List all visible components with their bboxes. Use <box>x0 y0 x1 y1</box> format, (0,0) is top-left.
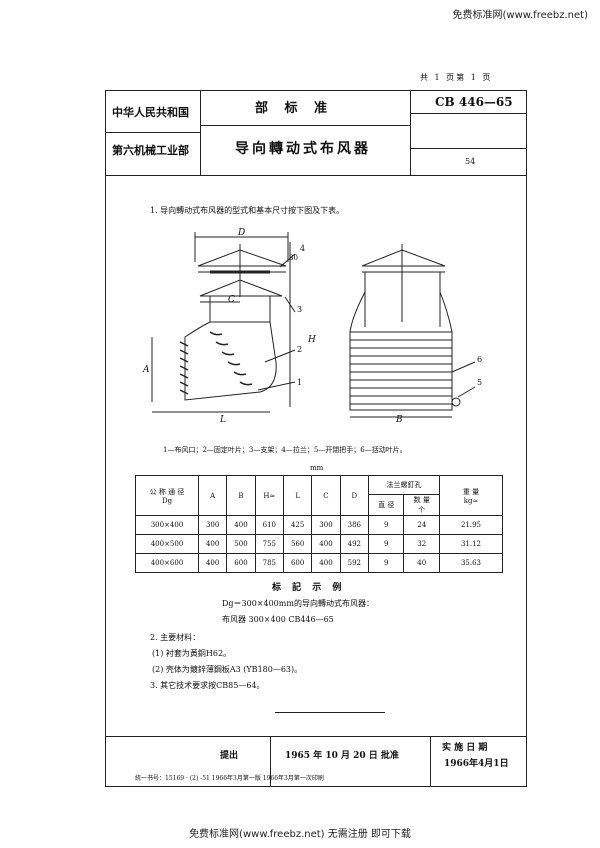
header-divider <box>105 175 526 176</box>
label-n5: 5 <box>477 378 483 387</box>
footer-vline1 <box>270 736 271 786</box>
technical-drawing <box>151 232 476 418</box>
standard-type: 部 标 准 <box>255 101 334 116</box>
page-title: 导向轉动式布风器 <box>235 141 371 157</box>
th-dg2: Dg <box>161 496 173 505</box>
document-frame <box>105 90 527 787</box>
th-h: H≈ <box>254 475 284 516</box>
th-weight: 重 量 <box>462 487 480 496</box>
footer-effective-date: 1966年4月1日 <box>444 759 509 769</box>
country-name: 中华人民共和国 <box>112 106 189 119</box>
label-C: C <box>228 295 235 305</box>
louver-box <box>349 331 453 411</box>
material-2: (2) 壳体为鍍鋅薄鋼板A3 (YB180—63)。 <box>152 665 303 674</box>
label-n2: 2 <box>297 345 303 354</box>
header-vline1 <box>200 90 201 175</box>
footer-proposed: 提出 <box>220 751 239 761</box>
unit-label: mm <box>310 464 324 472</box>
label-H: H <box>308 335 316 345</box>
header-mid-divider <box>200 125 410 126</box>
cap-right <box>361 249 446 267</box>
hood-left <box>199 279 283 297</box>
material-title: 2. 主要材料： <box>150 633 201 642</box>
th-c: C <box>311 475 341 516</box>
cap-left <box>197 249 287 267</box>
material-1: (1) 衬套为黃銅H62。 <box>152 649 232 658</box>
th-b: B <box>226 475 256 516</box>
label-n1: 1 <box>297 378 303 387</box>
page-info: 共 1 页第 1 页 <box>420 73 493 82</box>
end-line <box>275 712 385 713</box>
th-dg: 公 称 通 径 <box>149 487 185 496</box>
footer-approved: 1965 年 10 月 20 日 批准 <box>285 751 399 761</box>
ministry-name: 第六机械工业部 <box>112 144 189 157</box>
example-line2: 布风器 300×400 CB446—65 <box>222 615 334 624</box>
intro-text: 1. 导向轉动式布风器的型式和基本尺寸按下图及下表。 <box>150 206 345 215</box>
th-a: A <box>197 475 228 516</box>
th-count: 数 量 <box>413 496 430 504</box>
watermark-top: 免费标准网(www.freebz.net) <box>452 10 588 21</box>
label-L: L <box>220 415 226 425</box>
header-right-divider2 <box>410 148 526 149</box>
th-flange: 法兰螺釘孔 <box>367 475 441 495</box>
page-number: 54 <box>465 157 476 166</box>
example-title: 标 記 示 例 <box>272 583 346 593</box>
legend: 1—布风口；2—固定叶片；3—支架；4—拉兰；5—开閉把手；6—括动叶片。 <box>163 446 407 454</box>
tech-requirement: 3. 其它技术要求按CB85—64。 <box>150 681 265 690</box>
print-info: 統一书号：15169 · (2) -51 1966年3月第一版 1966年3月第… <box>135 775 324 782</box>
th-dia: 直 径 <box>367 494 405 516</box>
footer-vline2 <box>430 736 431 786</box>
example-line1: Dg＝300×400mm的导向轉动式布风器： <box>222 599 374 608</box>
footer-divider <box>105 736 526 737</box>
th-d: D <box>339 475 369 516</box>
body-left <box>184 321 277 401</box>
label-n3: 3 <box>297 305 303 314</box>
label-n30: 30 <box>289 254 298 262</box>
footer-effective-label: 实 施 日 期 <box>442 743 488 753</box>
header-left-divider <box>105 132 200 133</box>
label-n6: 6 <box>477 355 483 364</box>
header-right-divider1 <box>410 113 526 114</box>
header-vline2 <box>410 90 411 175</box>
th-count-unit: 个 <box>418 506 426 514</box>
label-n4: 4 <box>300 244 306 253</box>
watermark-bottom: 免费标准网(www.freebz.net) 无需注册 即可下载 <box>189 829 411 840</box>
label-D: D <box>238 228 246 238</box>
label-B: B <box>396 415 403 425</box>
th-l: L <box>282 475 313 516</box>
standard-code: CB 446—65 <box>435 95 513 109</box>
label-A: A <box>143 365 150 375</box>
th-weight-unit: kg≈ <box>463 496 479 505</box>
